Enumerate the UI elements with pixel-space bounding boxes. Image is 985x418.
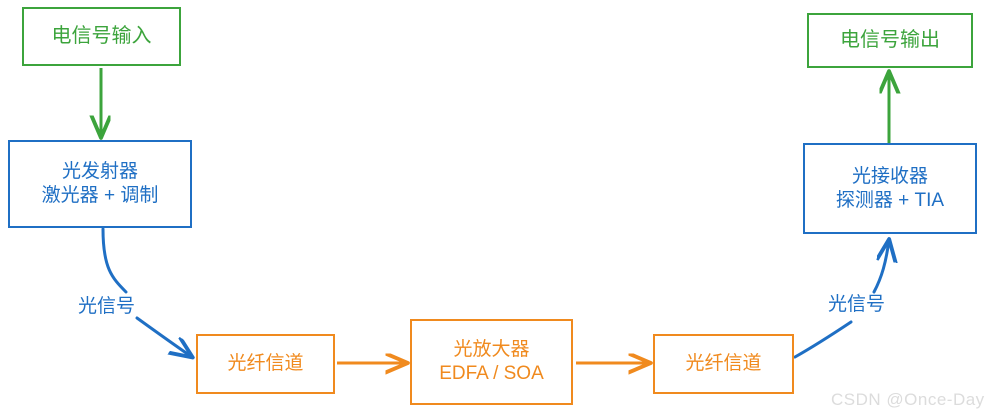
- edge-label-optical-signal-left: 光信号: [78, 296, 136, 317]
- csdn-watermark: CSDN @Once-Day: [831, 390, 985, 409]
- node-label-line1: 光放大器: [453, 339, 530, 361]
- edge-label-optical-signal-right: 光信号: [828, 294, 886, 315]
- node-label-line2: 激光器 + 调制: [41, 185, 159, 206]
- node-label-line1: 电信号输出: [840, 29, 940, 51]
- arrow-transmitter-to-fiber-left-lower: [135, 316, 192, 357]
- node-fiber-channel-left[interactable]: 光纤信道: [196, 334, 335, 394]
- node-electrical-signal-input[interactable]: 电信号输入: [22, 7, 181, 66]
- node-label-line1: 光纤信道: [227, 353, 304, 375]
- node-label-line2: EDFA / SOA: [439, 363, 544, 384]
- node-optical-receiver[interactable]: 光接收器 探测器 + TIA: [803, 143, 977, 234]
- arrow-fiber-right-to-receiver-upper: [872, 240, 889, 294]
- arrow-transmitter-to-fiber-left-upper: [101, 227, 128, 294]
- node-label-line1: 光发射器: [61, 161, 138, 183]
- node-electrical-signal-output[interactable]: 电信号输出: [807, 13, 973, 68]
- node-label-line1: 光接收器: [851, 165, 928, 187]
- node-optical-transmitter[interactable]: 光发射器 激光器 + 调制: [8, 140, 192, 228]
- node-label-line2: 探测器 + TIA: [835, 189, 945, 211]
- node-label-line1: 电信号输入: [51, 25, 152, 47]
- arrow-fiber-right-to-receiver-lower: [793, 320, 853, 359]
- node-optical-amplifier[interactable]: 光放大器 EDFA / SOA: [410, 319, 573, 405]
- node-fiber-channel-right[interactable]: 光纤信道: [653, 334, 794, 394]
- node-label-line1: 光纤信道: [685, 353, 762, 375]
